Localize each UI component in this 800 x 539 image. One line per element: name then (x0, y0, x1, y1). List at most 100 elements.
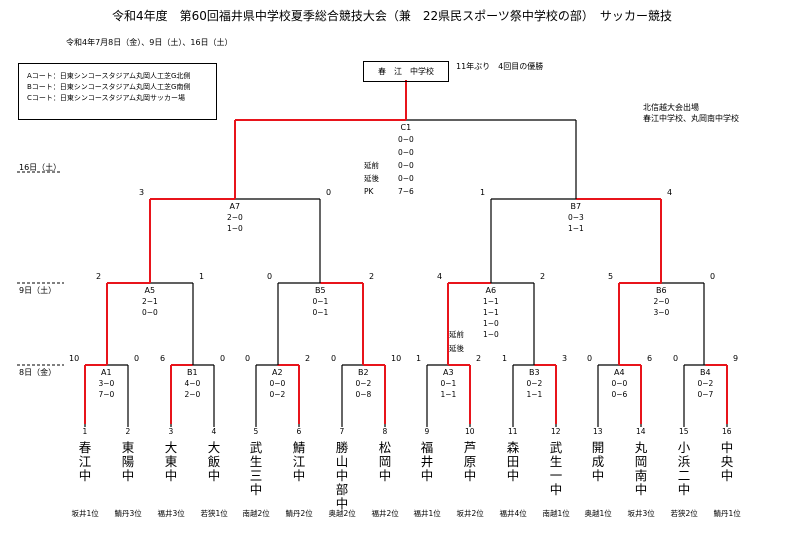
round1-B3-left-goals: 1 (502, 354, 508, 363)
semi-A7-score-1: 1−0 (227, 224, 243, 233)
round1-A3-score-0: 0−1 (440, 379, 457, 388)
team-rank-16: 鯖丹1位 (713, 509, 741, 518)
champion-box: 春 江 中学校 (363, 61, 449, 82)
quarter-A5-label: A5 (144, 286, 156, 295)
team-name-8: 松岡中 (378, 440, 392, 483)
quarter-B6-right-goals: 0 (710, 272, 716, 281)
round1-B2-score-0: 0−2 (355, 379, 372, 388)
quarter-A6-score-3: 1−0 (483, 330, 499, 339)
team-name-10: 芦原中 (463, 440, 477, 483)
team-rank-7: 奥越2位 (328, 509, 356, 518)
quarter-B6-left-goals: 5 (608, 272, 614, 281)
quarter-B5-score-0: 0−1 (312, 297, 329, 306)
final-extra-1: 延後 (364, 174, 379, 183)
round1-A4-label: A4 (614, 368, 625, 377)
round1-B2-right-goals: 10 (391, 354, 402, 363)
round1-A2-label: A2 (272, 368, 283, 377)
team-name-9: 福井中 (420, 440, 434, 483)
team-rank-10: 坂井2位 (456, 509, 484, 518)
semi-B7-label: B7 (570, 202, 582, 211)
final-score-0: 0−0 (398, 135, 414, 144)
round1-B3-label: B3 (529, 368, 540, 377)
page-title: 令和4年度 第60回福井県中学校夏季総合競技大会（兼 22県民スポーツ祭中学校の… (112, 9, 672, 23)
round1-B2-score-1: 0−8 (355, 390, 372, 399)
round1-B4-score-1: 0−7 (697, 390, 714, 399)
round1-B3-score-0: 0−2 (526, 379, 543, 388)
team-number-4: 4 (211, 427, 217, 436)
team-number-9: 9 (424, 427, 430, 436)
team-number-11: 11 (508, 427, 518, 436)
day-label-9: 9日（土） (19, 286, 57, 295)
round1-A1-score-1: 7−0 (98, 390, 115, 399)
team-rank-1: 坂井1位 (71, 509, 99, 518)
final-extra-2: PK (364, 187, 374, 196)
team-number-13: 13 (593, 427, 603, 436)
quarter-A6-extra-0: 延前 (449, 330, 464, 339)
round1-B1-label: B1 (187, 368, 198, 377)
team-rank-12: 南越1位 (542, 509, 570, 518)
round1-A3-score-1: 1−1 (440, 390, 457, 399)
round1-A2-score-0: 0−0 (269, 379, 286, 388)
round1-A4-right-goals: 6 (647, 354, 653, 363)
round1-A4-left-goals: 0 (587, 354, 593, 363)
round1-B4-right-goals: 9 (733, 354, 739, 363)
round1-A1-right-goals: 0 (134, 354, 140, 363)
team-name-16: 中央中 (720, 440, 734, 483)
quarter-B6-label: B6 (656, 286, 667, 295)
quarter-A6-label: A6 (485, 286, 497, 295)
round1-B1-left-goals: 6 (160, 354, 166, 363)
quarter-B5-left-goals: 0 (267, 272, 273, 281)
team-rank-8: 福井2位 (371, 509, 399, 518)
team-rank-3: 福井3位 (157, 509, 185, 518)
team-number-10: 10 (465, 427, 475, 436)
quarter-A5-score-0: 2−1 (142, 297, 158, 306)
team-rank-6: 鯖丹2位 (285, 509, 313, 518)
team-rank-14: 坂井3位 (627, 509, 655, 518)
final-score-1: 0−0 (398, 148, 414, 157)
semi-B7-left-goals: 1 (480, 188, 486, 197)
day-label-16: 16日（土） (19, 163, 62, 172)
quarter-A6-score-2: 1−0 (483, 319, 499, 328)
team-name-5: 武生三中 (249, 440, 263, 497)
team-name-4: 大飯中 (207, 440, 221, 483)
quarter-B5-right-goals: 2 (369, 272, 375, 281)
team-number-1: 1 (82, 427, 88, 436)
hokushinetsu-teams: 春江中学校、丸岡南中学校 (643, 114, 739, 123)
round1-A3-right-goals: 2 (476, 354, 482, 363)
tournament-dates: 令和4年7月8日（金）、9日（土）、16日（土） (66, 38, 233, 47)
quarter-A6-score-1: 1−1 (483, 308, 499, 317)
round1-A3-left-goals: 1 (416, 354, 422, 363)
team-number-5: 5 (253, 427, 259, 436)
round1-A2-score-1: 0−2 (269, 390, 286, 399)
quarter-A5-left-goals: 2 (96, 272, 102, 281)
round1-B1-right-goals: 0 (220, 354, 226, 363)
team-name-7: 勝山中部中 (335, 440, 349, 511)
round1-B4-left-goals: 0 (673, 354, 679, 363)
court-a: Aコート：日東シンコースタジアム丸岡人工芝G北側 (27, 72, 191, 80)
round1-A4-score-1: 0−6 (611, 390, 628, 399)
team-rank-15: 若狭2位 (670, 509, 698, 518)
quarter-A6-extra-1: 延後 (449, 344, 464, 353)
team-number-7: 7 (339, 427, 345, 436)
round1-A2-left-goals: 0 (245, 354, 251, 363)
team-name-6: 鯖江中 (292, 440, 306, 483)
team-number-8: 8 (382, 427, 388, 436)
round1-A2-right-goals: 2 (305, 354, 311, 363)
final-score-4: 7−6 (398, 187, 414, 196)
round1-A1-left-goals: 10 (69, 354, 80, 363)
team-number-6: 6 (296, 427, 302, 436)
final-score-2: 0−0 (398, 161, 414, 170)
team-name-3: 大東中 (164, 440, 178, 483)
team-number-15: 15 (679, 427, 689, 436)
round1-A1-label: A1 (101, 368, 112, 377)
quarter-A6-left-goals: 4 (437, 272, 443, 281)
quarter-A6-score-0: 1−1 (483, 297, 499, 306)
final-label: C1 (400, 123, 412, 132)
champion-note: 11年ぶり 4回目の優勝 (456, 62, 544, 71)
team-number-16: 16 (722, 427, 732, 436)
court-b: Bコート：日東シンコースタジアム丸岡人工芝G南側 (27, 83, 191, 91)
quarter-B6-score-0: 2−0 (653, 297, 670, 306)
team-number-12: 12 (551, 427, 561, 436)
